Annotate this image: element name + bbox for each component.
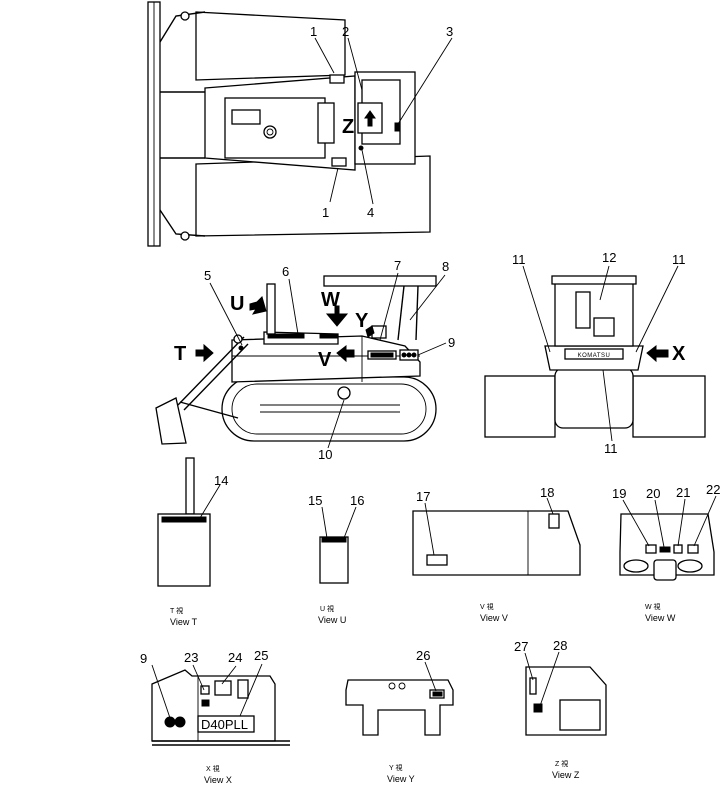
callout-26: 26	[416, 648, 430, 663]
callout-23: 23	[184, 650, 198, 665]
view-x-caption: View X	[204, 775, 232, 785]
view-z: 27 28 Z 視 View Z	[514, 638, 607, 780]
rear-view-callouts: 11 12 11 11 X	[512, 250, 686, 456]
view-arrow-w: W	[321, 289, 340, 311]
callout-2: 2	[342, 24, 349, 39]
view-arrow-w-icon	[325, 305, 349, 327]
rear-view-drawing: KOMATSU	[484, 275, 706, 438]
view-arrow-v: V	[318, 349, 332, 371]
callout-22: 22	[706, 482, 720, 497]
callout-8: 8	[442, 259, 449, 274]
view-w: 19 20 21 22 W 視 View W	[612, 482, 720, 623]
view-v-caption-cjk: V 視	[480, 602, 494, 611]
side-view-arrows	[195, 296, 669, 363]
callout-20: 20	[646, 486, 660, 501]
callout-3: 3	[446, 24, 453, 39]
view-v-caption: View V	[480, 613, 508, 623]
callout-9-view-x: 9	[140, 651, 147, 666]
view-arrow-x: X	[672, 343, 686, 365]
view-y-caption: View Y	[387, 774, 415, 784]
view-z-caption: View Z	[552, 770, 580, 780]
view-arrow-t-icon	[195, 343, 214, 363]
callout-28: 28	[553, 638, 567, 653]
view-arrow-y: Y	[355, 310, 369, 332]
view-arrow-t: T	[174, 343, 186, 365]
view-y-caption-cjk: Y 視	[389, 763, 403, 772]
view-arrow-z: Z	[342, 116, 354, 138]
callout-7: 7	[394, 258, 401, 273]
view-y: 26 Y 視 View Y	[345, 648, 454, 784]
view-u-caption: View U	[318, 615, 346, 625]
rear-decal-brand: KOMATSU	[578, 353, 611, 359]
view-t-caption-cjk: T 視	[170, 606, 183, 615]
callout-9-side: 9	[448, 335, 455, 350]
callout-17: 17	[416, 489, 430, 504]
view-arrow-v-icon	[336, 344, 355, 363]
view-w-caption: View W	[645, 613, 676, 623]
callout-18: 18	[540, 485, 554, 500]
callout-25: 25	[254, 648, 268, 663]
top-view-drawing	[147, 1, 431, 247]
callout-4: 4	[367, 205, 374, 220]
view-w-caption-cjk: W 視	[645, 602, 661, 611]
callout-5: 5	[204, 268, 211, 283]
view-arrow-x-icon	[646, 344, 669, 363]
callout-14: 14	[214, 473, 228, 488]
callout-27: 27	[514, 639, 528, 654]
view-x: D40PLL 9 23 24 25 X 視 View X	[140, 648, 290, 785]
callout-1-bottom: 1	[322, 205, 329, 220]
callout-16: 16	[350, 493, 364, 508]
callout-11-right: 11	[672, 252, 686, 267]
callout-6: 6	[282, 264, 289, 279]
callout-11-bottom: 11	[604, 441, 618, 456]
callout-19: 19	[612, 486, 626, 501]
top-view-callouts: 1 2 3 1 4 Z	[310, 24, 453, 220]
callout-12: 12	[602, 250, 616, 265]
view-u: 15 16 U 視 View U	[308, 493, 364, 625]
view-arrow-u: U	[230, 293, 244, 315]
view-x-caption-cjk: X 視	[206, 764, 220, 773]
view-arrow-u-icon	[249, 296, 267, 315]
callout-11-left: 11	[512, 252, 526, 267]
side-view-drawing	[155, 275, 437, 445]
callout-1-top: 1	[310, 24, 317, 39]
view-x-model-decal: D40PLL	[201, 717, 248, 732]
view-v: 17 18 V 視 View V	[412, 485, 581, 623]
view-t-caption: View T	[170, 617, 198, 627]
callout-10: 10	[318, 447, 332, 462]
view-z-caption-cjk: Z 視	[555, 759, 568, 768]
view-t: 14 T 視 View T	[157, 457, 228, 627]
callout-24: 24	[228, 650, 242, 665]
view-u-caption-cjk: U 視	[320, 604, 334, 613]
side-view-callouts: 5 6 7 8 9 10 T U W Y V	[174, 258, 455, 462]
callout-21: 21	[676, 485, 690, 500]
view-arrow-y-icon	[365, 325, 375, 338]
callout-15: 15	[308, 493, 322, 508]
